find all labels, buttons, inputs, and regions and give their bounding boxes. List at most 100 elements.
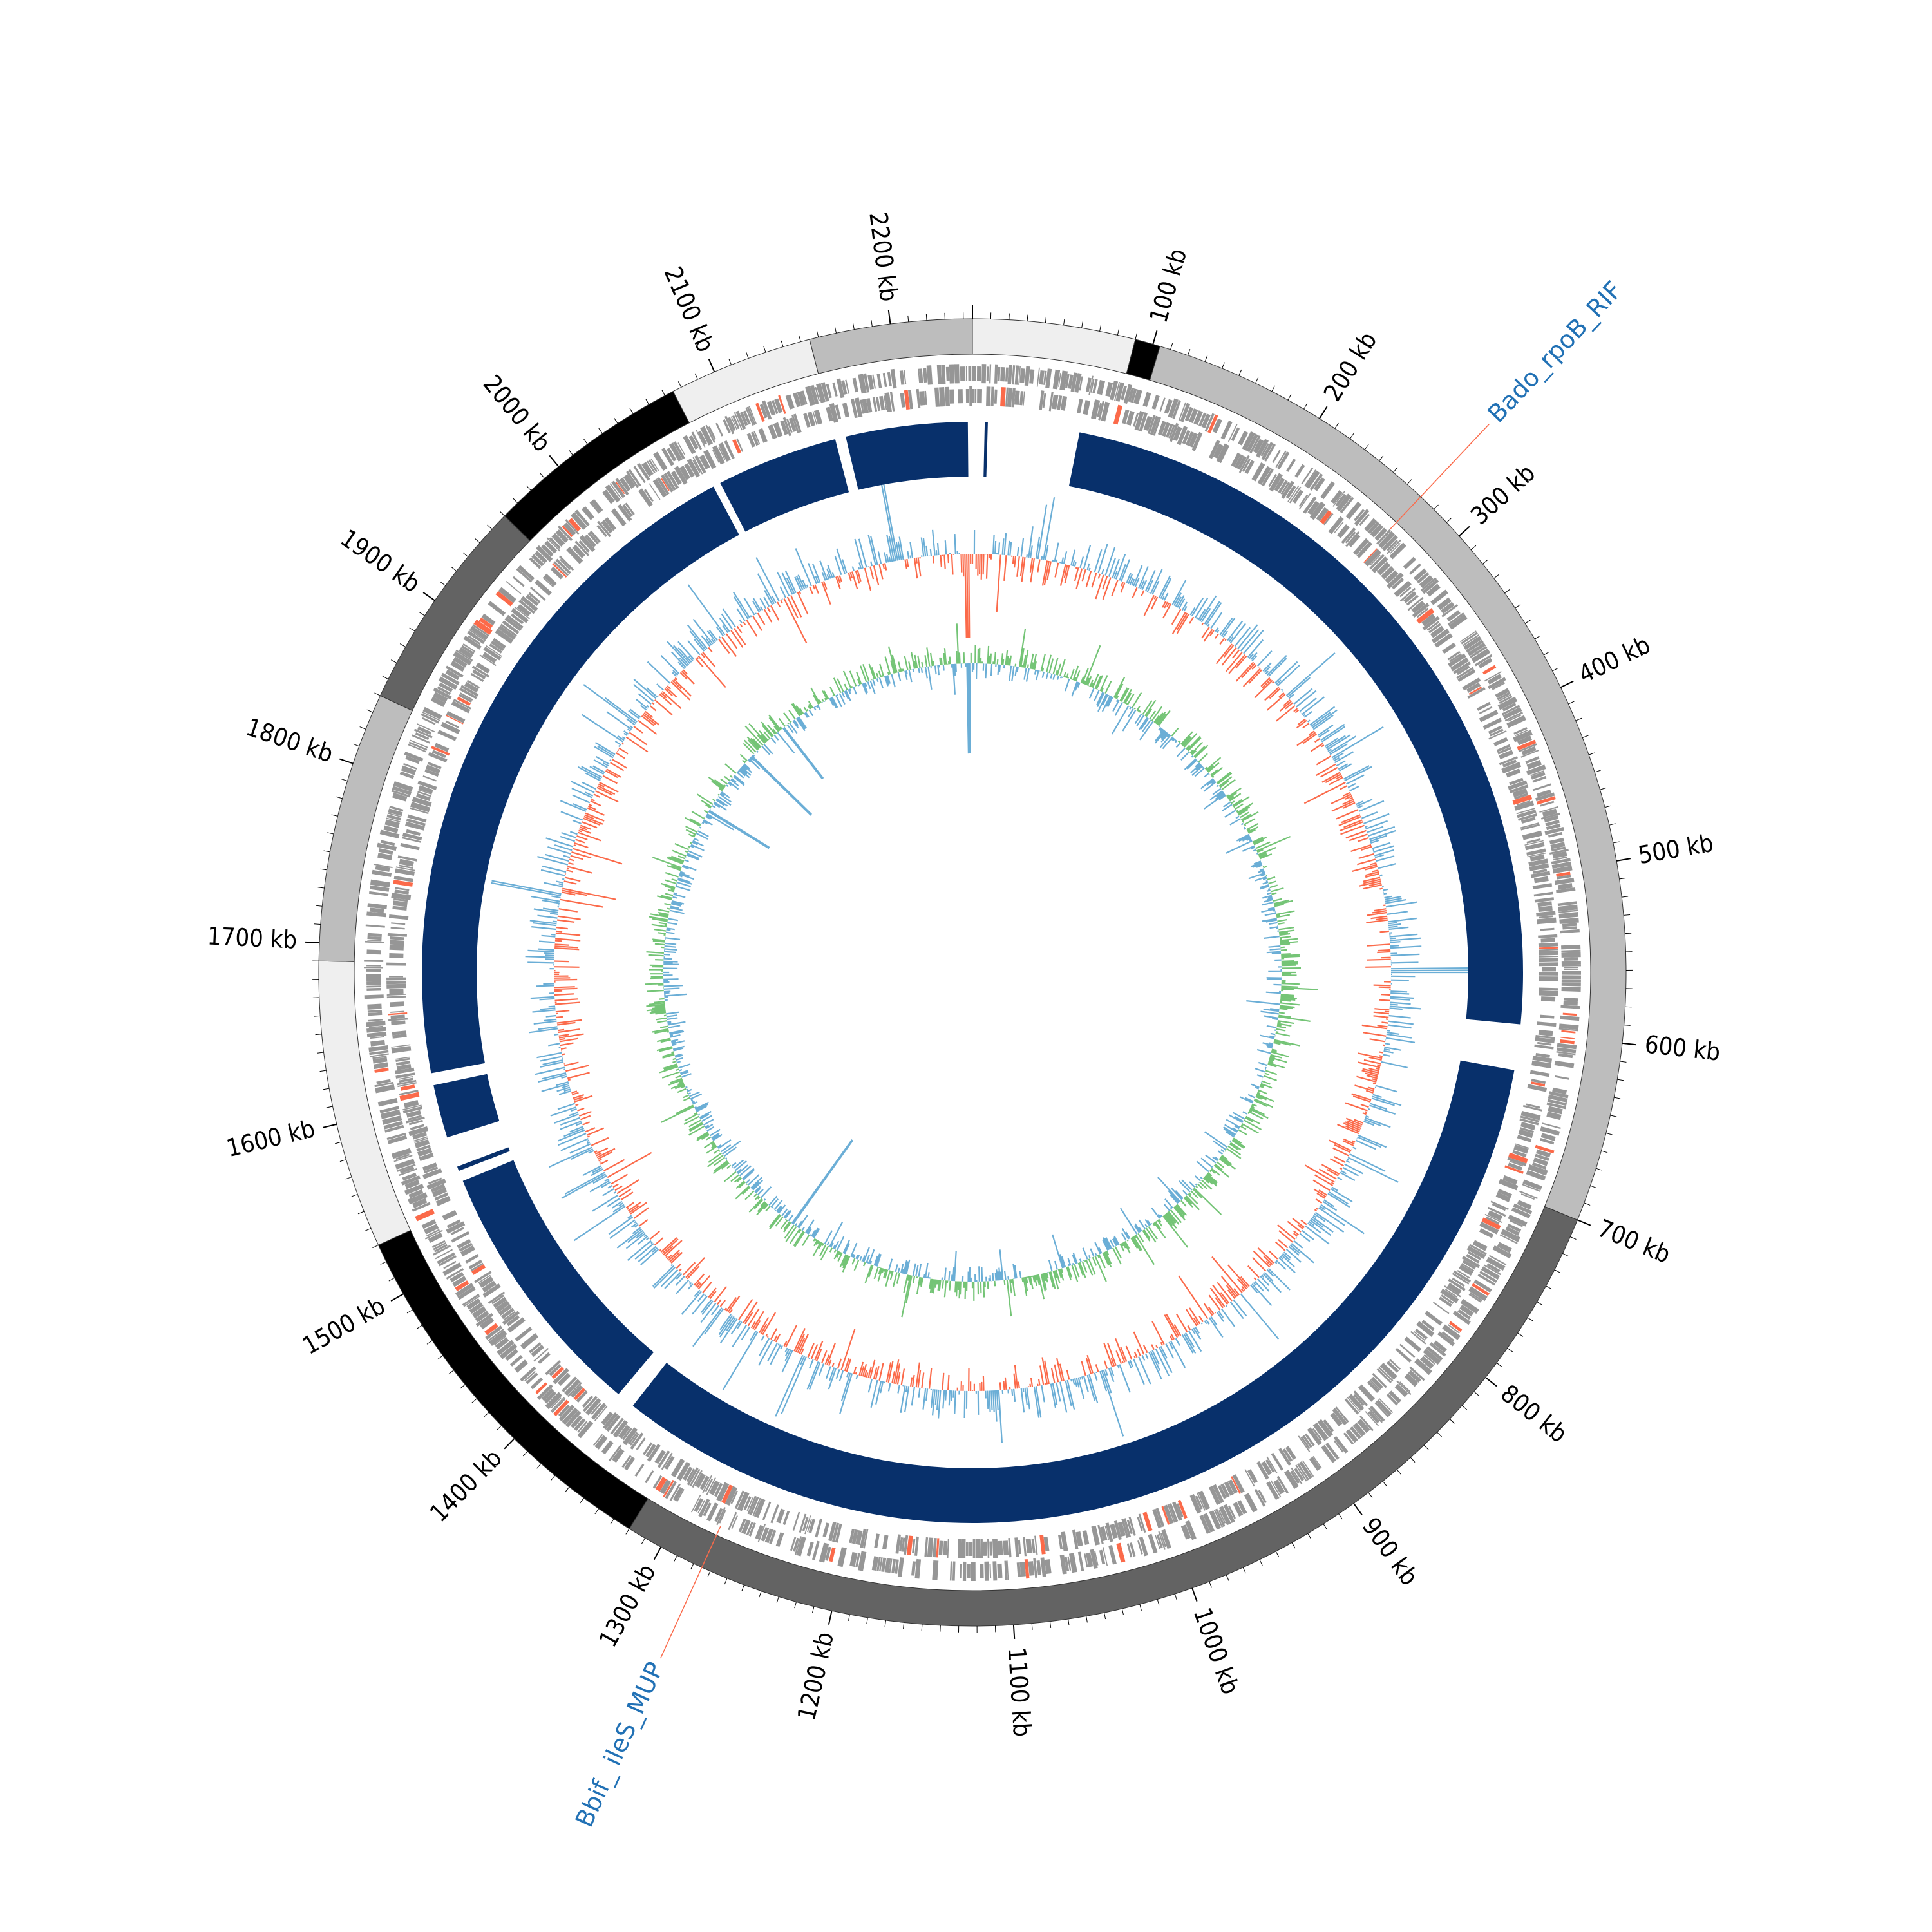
- gene-feature: [1498, 694, 1511, 702]
- gene-feature: [1507, 1223, 1522, 1233]
- minor-tick: [374, 692, 381, 696]
- gene-feature: [1173, 426, 1182, 442]
- gene-feature: [1386, 1361, 1399, 1373]
- minor-tick: [1482, 559, 1488, 564]
- gene-feature: [544, 540, 558, 554]
- gene-feature: [395, 887, 410, 891]
- gene-feature: [960, 389, 963, 404]
- gene-feature: [430, 696, 446, 707]
- gene-feature: [1560, 929, 1580, 934]
- gene-feature: [938, 1540, 943, 1555]
- gene-feature: [1561, 944, 1581, 950]
- gene-feature: [828, 1547, 836, 1562]
- scale-label: 1900 kb: [336, 524, 426, 598]
- gene-feature: [1533, 891, 1553, 897]
- gene-feature: [802, 390, 808, 405]
- gene-feature: [912, 1539, 916, 1553]
- gene-feature: [1411, 600, 1426, 614]
- gene-feature: [1023, 1537, 1027, 1557]
- gene-feature: [544, 573, 557, 587]
- gene-feature: [367, 1003, 382, 1010]
- gene-feature: [872, 374, 876, 389]
- blast-hit: [433, 1074, 500, 1138]
- gene-feature: [395, 1153, 410, 1160]
- gene-feature: [1191, 431, 1203, 451]
- gene-feature: [983, 1541, 987, 1556]
- gene-feature: [1057, 395, 1063, 410]
- gene-feature: [664, 1455, 675, 1470]
- gene-feature: [430, 1184, 446, 1193]
- gene-feature: [757, 1524, 766, 1542]
- gene-feature: [1156, 1534, 1163, 1549]
- gene-feature: [884, 1558, 891, 1573]
- gene-feature: [924, 1537, 929, 1557]
- gene-feature: [1091, 1525, 1101, 1546]
- gene-feature: [417, 726, 432, 735]
- gene-feature: [1477, 701, 1491, 711]
- gene-feature: [1099, 1526, 1108, 1541]
- gene-feature: [443, 1260, 457, 1269]
- gene-feature: [1354, 509, 1370, 526]
- gene-feature: [389, 989, 404, 994]
- minor-tick: [390, 659, 397, 663]
- gene-feature: [1374, 527, 1387, 541]
- gene-feature: [1167, 1504, 1175, 1523]
- gene-feature: [881, 1557, 887, 1572]
- gene-feature: [594, 1405, 608, 1421]
- minor-tick: [1496, 1362, 1502, 1367]
- gene-feature: [977, 389, 982, 404]
- gene-feature: [573, 1418, 586, 1432]
- gene-feature: [506, 581, 522, 594]
- gene-feature: [1234, 454, 1244, 469]
- gene-feature: [424, 1166, 439, 1174]
- gene-feature: [670, 470, 682, 486]
- gene-feature: [498, 1304, 513, 1316]
- gene-feature: [386, 983, 406, 989]
- scale-label: 600 kb: [1643, 1030, 1722, 1066]
- gene-feature: [378, 848, 393, 855]
- gene-feature: [414, 1137, 428, 1143]
- gene-feature: [679, 465, 691, 480]
- gene-feature: [574, 540, 590, 556]
- minor-tick: [484, 1412, 489, 1417]
- gene-feature: [457, 1286, 476, 1300]
- minor-tick: [323, 1088, 330, 1090]
- gene-feature: [389, 805, 404, 812]
- gene-feature: [1495, 688, 1510, 699]
- gene-feature: [453, 651, 472, 666]
- gene-feature: [820, 382, 829, 402]
- gene-feature: [746, 1497, 753, 1511]
- gene-feature: [672, 1486, 684, 1502]
- gene-feature: [716, 1482, 730, 1502]
- gene-feature: [1472, 1283, 1490, 1296]
- gene-feature: [1276, 1475, 1289, 1494]
- gene-feature: [1227, 1479, 1238, 1494]
- gene-feature: [1150, 415, 1159, 435]
- gene-feature: [1442, 642, 1456, 654]
- scale-label: 1200 kb: [792, 1629, 839, 1723]
- gene-feature: [841, 380, 848, 395]
- gene-feature: [1034, 1535, 1038, 1555]
- gene-feature: [464, 681, 479, 693]
- gene-feature: [491, 1294, 504, 1305]
- gene-feature: [399, 864, 413, 869]
- gene-feature: [412, 734, 430, 744]
- gene-feature: [1285, 485, 1296, 499]
- gene-feature: [574, 509, 590, 527]
- major-tick: [504, 1438, 515, 1450]
- gene-feature: [1430, 589, 1448, 605]
- gene-feature: [1161, 1506, 1170, 1525]
- gene-feature: [478, 617, 493, 629]
- gene-feature: [753, 431, 761, 445]
- gene-feature: [1296, 1463, 1310, 1481]
- gene-feature: [1426, 583, 1441, 597]
- gene-feature: [428, 752, 448, 762]
- minor-tick: [1601, 1150, 1608, 1153]
- gene-feature: [686, 1468, 696, 1482]
- gene-feature: [372, 869, 392, 877]
- gene-feature: [567, 1381, 582, 1397]
- minor-tick: [1610, 1115, 1617, 1117]
- gene-feature: [578, 540, 591, 553]
- minor-tick: [1209, 1581, 1212, 1588]
- gene-feature: [875, 396, 881, 412]
